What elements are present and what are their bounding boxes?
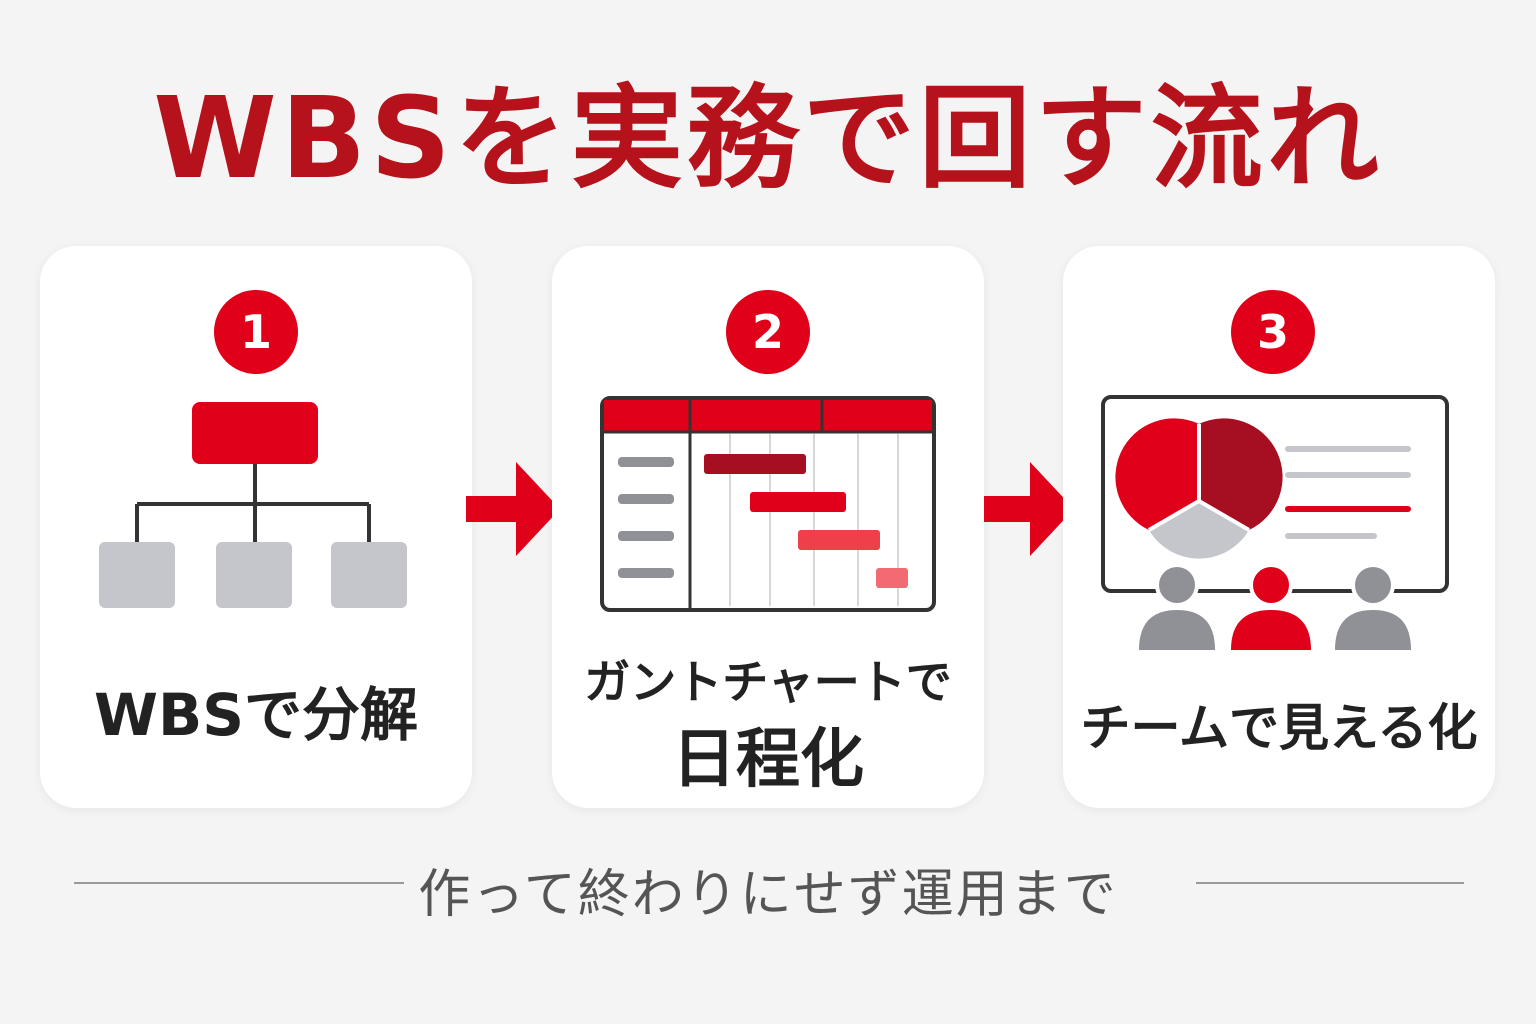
arrow-right-icon bbox=[984, 462, 1074, 556]
step-number-badge-1: 1 bbox=[214, 290, 298, 374]
page-title: WBSを実務で回す流れ bbox=[153, 74, 1383, 204]
step-label-2-line1: ガントチャートで bbox=[584, 655, 952, 709]
person-icon bbox=[1135, 563, 1219, 650]
gantt-chart-icon bbox=[600, 396, 936, 612]
step-label-2-line2: 日程化 bbox=[672, 723, 864, 797]
step-card-1: 1 WBSで分解 bbox=[40, 246, 472, 808]
step-label-3: チームで見える化 bbox=[1080, 699, 1478, 757]
person-highlight-icon bbox=[1229, 563, 1313, 650]
team-dashboard-icon bbox=[1101, 395, 1449, 650]
hierarchy-icon bbox=[99, 402, 407, 608]
footer-caption: 作って終わりにせず運用まで bbox=[418, 865, 1118, 925]
footer-divider-right bbox=[1196, 882, 1464, 884]
step-card-2: 2 ガントチャートで 日程化 bbox=[552, 246, 984, 808]
step-label-1: WBSで分解 bbox=[94, 681, 418, 749]
footer-divider-left bbox=[74, 882, 404, 884]
step-number-badge-2: 2 bbox=[726, 290, 810, 374]
person-icon bbox=[1333, 563, 1417, 650]
step-card-3: 3 チームで見える化 bbox=[1063, 246, 1495, 808]
arrow-right-icon bbox=[466, 462, 560, 556]
step-number-badge-3: 3 bbox=[1231, 290, 1315, 374]
